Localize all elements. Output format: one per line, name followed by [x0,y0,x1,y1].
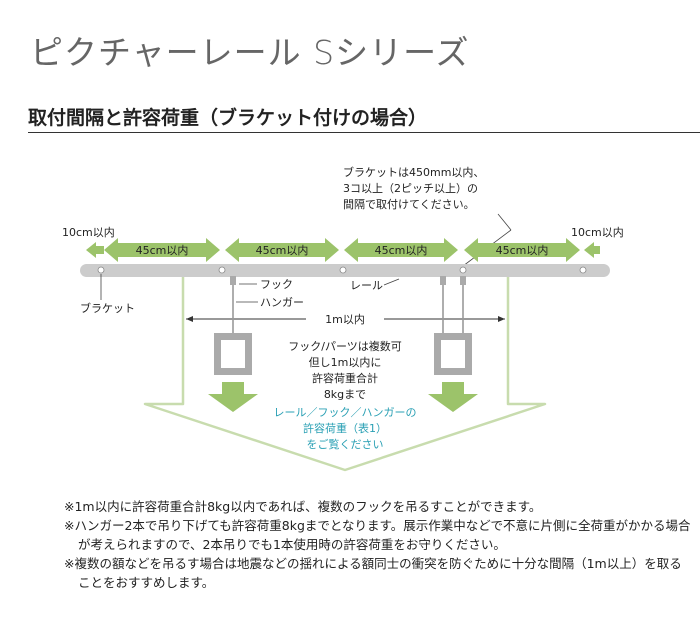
page-title: ピクチャーレール Sシリーズ [30,33,470,72]
span-arrowhead-left [186,316,193,322]
section-divider [28,132,700,133]
pitch-arrow-2: 45cm以内 [225,238,339,262]
hook-left [230,276,236,285]
pitch-label-1: 45cm以内 [136,243,189,257]
bracket-note-line-3: 間隔で取付けてください。 [343,198,475,211]
load-note-line-3: 許容荷重合計 [312,371,378,385]
notes-list: ※1m以内に許容荷重合計8kg以内であれば、複数のフックを吊るすことができます。… [64,497,694,592]
bracket-2 [218,266,226,274]
pitch-label-3: 45cm以内 [375,243,428,257]
span-label: 1m以内 [325,312,365,326]
hook-right-a [440,276,446,285]
load-arrow-outline [143,272,547,472]
bracket-note-line-1: ブラケットは450mm以内、 [343,165,484,179]
picture-canvas-right [441,340,465,368]
end-arrow-left [86,242,104,258]
table-ref-line-2: 許容荷重（表1） [303,421,387,435]
load-arrow-left [208,382,258,412]
pitch-arrow-1: 45cm以内 [104,238,220,262]
note-item: ※複数の額などを吊るす場合は地震などの揺れによる額同士の衝突を防ぐために十分な間… [64,556,682,590]
right-hanging-assembly [434,276,472,375]
section-title: 取付間隔と許容荷重（ブラケット付けの場合） [28,107,428,129]
load-arrow-right [428,382,478,412]
span-arrowhead-right [498,316,505,322]
bracket-note-leader [497,213,512,231]
bracket-label: ブラケット [80,301,135,315]
left-hanging-assembly [214,276,252,375]
table-ref-line-1: レール／フック／ハンガーの [274,406,417,419]
rail-label: レール [350,279,383,292]
end-spacing-label-right: 10cm以内 [571,225,624,239]
mounting-diagram: ブラケットは450mm以内、 3コ以上（2ピッチ以上）の 間隔で取付けてください… [62,165,624,472]
load-note-line-4: 8kgまで [324,388,366,401]
end-arrow-right [584,242,600,258]
rail-label-leader [383,278,400,286]
bracket-1 [97,266,105,274]
note-item: ※ハンガー2本で吊り下げても許容荷重8kgまでとなります。展示作業中などで不意に… [64,518,691,552]
note-item: ※1m以内に許容荷重合計8kg以内であれば、複数のフックを吊るすことができます。 [64,499,542,514]
pitch-label-4: 45cm以内 [496,243,549,257]
bracket-note-line-2: 3コ以上（2ピッチ以上）の [343,182,478,195]
pitch-arrow-4: 45cm以内 [464,238,580,262]
load-note-line-2: 但し1m以内に [309,355,382,369]
load-note-line-1: フック/パーツは複数可 [288,339,402,353]
pitch-label-2: 45cm以内 [256,243,309,257]
bracket-4 [459,266,467,274]
hook-right-b [460,276,466,285]
picture-canvas-left [221,340,245,368]
hook-label: フック [260,278,293,291]
table-ref-line-3: をご覧ください [307,437,384,451]
pitch-arrow-3: 45cm以内 [344,238,458,262]
bracket-3 [339,266,347,274]
hanger-label: ハンガー [260,296,304,309]
end-spacing-label-left: 10cm以内 [62,225,115,239]
bracket-5 [579,266,587,274]
